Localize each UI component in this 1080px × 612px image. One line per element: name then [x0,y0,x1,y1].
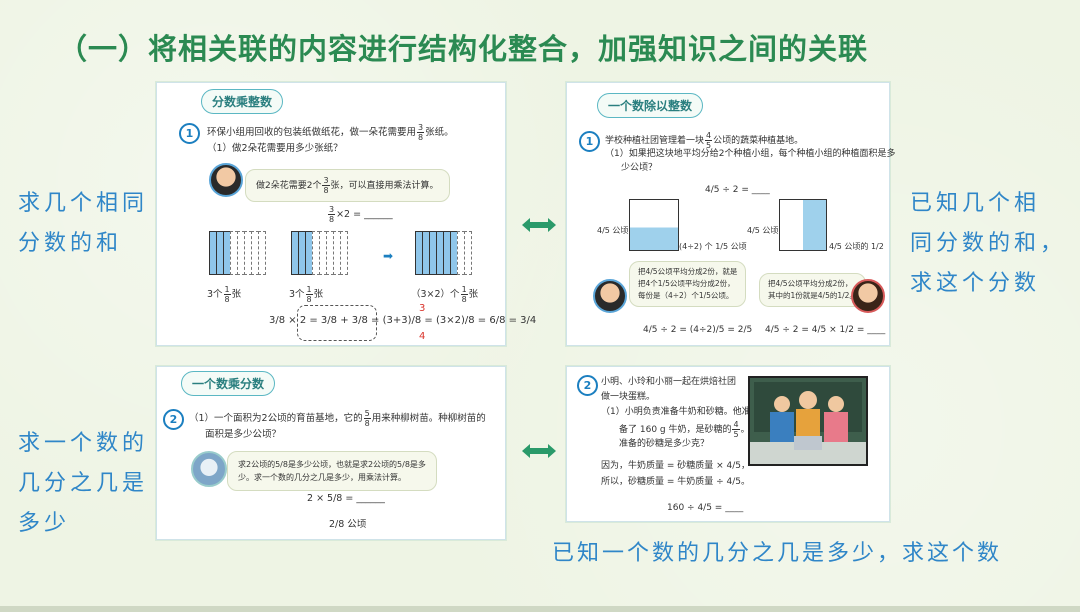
model-label: 4/5 公顷 [747,226,779,235]
fraction-model-2 [291,231,348,275]
right-arrow-icon: ➡ [383,249,394,263]
double-arrow-icon [522,218,556,232]
question-sub: （1）如果把这块地平均分给2个种植小组，每个种植小组的种植面积是多 [605,149,896,159]
fraction-model-1 [209,231,266,275]
land-model-2 [779,199,827,251]
side-label-left-bottom: 求一个数的 几分之几是 多少 [18,424,148,544]
bottom-divider [0,606,1080,612]
side-line: 求这个分数 [910,271,1041,296]
student-avatar [593,279,627,313]
student-avatar [209,163,243,197]
highlight-box [297,305,377,341]
hint-bubble: 把4/5公顷平均分成2份，就是 把4个1/5公顷平均分成2份， 每份是（4÷2）… [629,261,747,307]
reasoning-line: 因为，牛奶质量 = 砂糖质量 × 4/5， [601,461,751,471]
page-title: （一）将相关联的内容进行结构化整合，加强知识之间的关联 [58,32,869,66]
side-label-left-top: 求几个相同 分数的和 [18,184,148,264]
side-line: 求一个数的 [18,431,149,456]
side-line: 同分数的和， [910,231,1067,256]
student-avatar [851,279,885,313]
text-part: 环保小组用回收的包装纸做纸花，做一朵花需要用 [207,127,417,138]
double-arrow-icon [522,444,556,458]
cancel-mark-top: 3 [419,303,426,314]
cancel-mark-bottom: 4 [419,331,426,342]
section-pill: 一个数除以整数 [597,93,704,118]
question-text: 小明、小玲和小丽一起在烘焙社团 [601,377,737,387]
model-label: 4/5 公顷的 1/2 [829,242,884,251]
hint-bubble: 求2公顷的5/8是多少公顷，也就是求2公顷的5/8是多 少。求一个数的几分之几是… [227,451,437,491]
formula: 4/5 ÷ 2 = (4÷2)/5 = 2/5 [643,325,753,335]
reasoning-line: 所以，砂糖质量 = 牛奶质量 ÷ 4/5。 [601,477,751,487]
formula: 3/8 × 2 = 3/8 + 3/8 = (3+3)/8 = (3×2)/8 … [269,315,537,326]
question-sub: （1）小明负责准备牛奶和砂糖。他准 [601,407,751,417]
side-line: 几分之几是 [18,471,149,496]
side-label-right-top: 已知几个相 同分数的和， 求这个分数 [910,184,1066,304]
side-line: 求几个相同 [18,191,149,216]
model-label: 4/5 公顷 [597,226,629,235]
section-pill: 一个数乘分数 [181,371,276,396]
question-sub: 准备的砂糖是多少克？ [619,439,710,449]
question-number-badge: 2 [163,409,184,430]
model-label: (4÷2) 个 1/5 公顷 [679,242,747,251]
question-number-badge: 1 [579,131,600,152]
equation-result: 2/8 公顷 [329,519,367,530]
text-part: 张纸。 [425,127,454,138]
question-number-badge: 1 [179,123,200,144]
baking-illustration [748,376,868,466]
equation: 160 ÷ 4/5 = ____ [667,503,744,513]
side-line: 多少 [18,511,71,536]
question-text: 做一块蛋糕。 [601,392,656,402]
side-line: 分数的和 [18,231,123,256]
fraction-model-3 [415,231,472,275]
land-model-1 [629,199,679,251]
equation-top: 4/5 ÷ 2 = ____ [705,185,770,195]
question-sub: 少公顷？ [621,163,658,173]
question-sub: 面积是多少公顷？ [205,429,282,440]
question-sub: （1）做2朵花需要用多少张纸？ [207,143,343,154]
side-line: 已知几个相 [910,191,1041,216]
section-pill: 分数乘整数 [201,89,284,114]
equation: 2 × 5/8 = ______ [307,493,385,504]
hint-bubble: 把4/5公顷平均分成2份， 其中的1份就是4/5的1/2。 [759,273,866,307]
side-label-bottom-right: 已知一个数的几分之几是多少，求这个数 [552,541,1003,566]
formula: 4/5 ÷ 2 = 4/5 × 1/2 = ____ [765,325,886,335]
robot-avatar [191,451,227,487]
question-number-badge: 2 [577,375,598,396]
